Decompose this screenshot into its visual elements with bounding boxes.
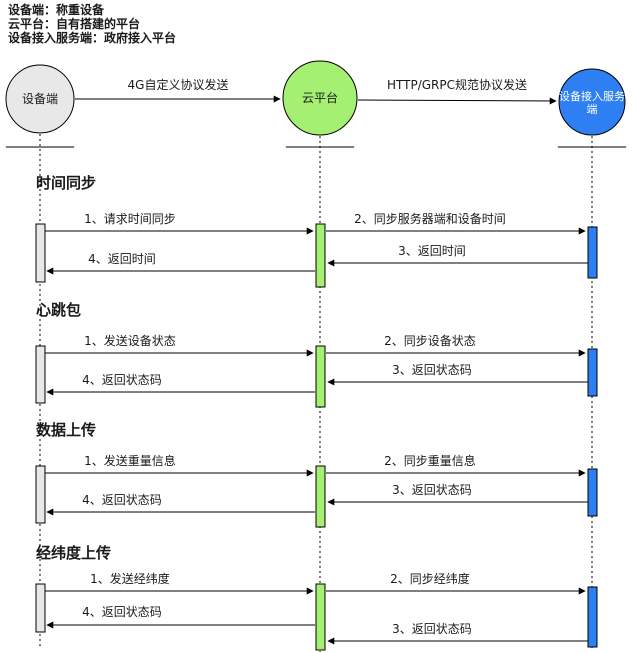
device-circle (5, 64, 75, 134)
message-label-1: 1、发送重量信息 (84, 453, 176, 468)
actor-cloud: 云平台 (282, 60, 358, 136)
legend: 设备端：称重设备 云平台：自有搭建的平台 设备接入服务端：政府接入平台 (8, 2, 176, 45)
service-activation-bar (587, 586, 598, 648)
message-label-4: 4、返回状态码 (82, 493, 162, 507)
message-label-2: 2、同步经纬度 (390, 571, 470, 586)
service-label-line1: 设备接入服务 (559, 89, 625, 103)
device-activation-bar (35, 223, 46, 283)
message-label-1: 1、发送经纬度 (90, 571, 170, 586)
legend-line-cloud: 云平台：自有搭建的平台 (8, 16, 140, 31)
message-label-3: 3、返回时间 (398, 244, 466, 258)
cloud-circle (282, 60, 358, 136)
message-label-3: 3、返回状态码 (392, 363, 472, 377)
service-label-line2: 端 (587, 103, 598, 116)
device-activation-bar (35, 345, 46, 404)
cloud-activation-bar (315, 223, 326, 288)
section-data-upload: 数据上传 1、发送重量信息 2、同步重量信息 3、返回状态码 4、返回状态码 (35, 421, 598, 528)
message-label-3: 3、返回状态码 (392, 483, 472, 497)
section-title: 心跳包 (36, 301, 81, 319)
section-title: 经纬度上传 (36, 544, 111, 562)
message-label-4: 4、返回时间 (88, 252, 156, 266)
top-links: 4G自定义协议发送 HTTP/GRPC规范协议发送 (75, 77, 557, 105)
legend-line-device: 设备端：称重设备 (8, 2, 105, 17)
legend-line-service: 设备接入服务端：政府接入平台 (8, 30, 176, 45)
message-label-1: 1、请求时间同步 (84, 212, 176, 226)
message-label-1: 1、发送设备状态 (84, 333, 176, 348)
device-to-cloud-label: 4G自定义协议发送 (128, 77, 229, 92)
actor-service: 设备接入服务 端 (558, 68, 626, 136)
message-label-4: 4、返回状态码 (82, 605, 162, 619)
service-activation-bar (587, 226, 598, 279)
service-activation-bar (587, 468, 598, 517)
device-label: 设备端 (22, 92, 58, 106)
message-label-2: 2、同步设备状态 (384, 334, 476, 348)
message-label-3: 3、返回状态码 (392, 622, 472, 636)
cloud-activation-bar (315, 583, 326, 651)
cloud-to-service-arrow (357, 97, 557, 105)
service-circle (558, 68, 626, 136)
device-activation-bar (35, 583, 46, 633)
cloud-activation-bar (315, 345, 326, 408)
message-label-2: 2、同步重量信息 (384, 453, 476, 468)
cloud-activation-bar (315, 465, 326, 528)
actor-device: 设备端 (5, 64, 75, 134)
section-time-sync: 时间同步 1、请求时间同步 2、同步服务器端和设备时间 3、返回时间 4、返回时… (35, 174, 598, 288)
cloud-to-service-label: HTTP/GRPC规范协议发送 (387, 77, 527, 92)
section-latlong-upload: 经纬度上传 1、发送经纬度 2、同步经纬度 4、返回状态码 3、返回状态码 (35, 544, 598, 651)
device-activation-bar (35, 465, 46, 524)
message-label-4: 4、返回状态码 (82, 373, 162, 387)
cloud-label: 云平台 (302, 90, 338, 105)
section-title: 数据上传 (36, 421, 96, 439)
message-label-2: 2、同步服务器端和设备时间 (354, 211, 506, 226)
section-title: 时间同步 (36, 174, 96, 192)
service-activation-bar (587, 348, 598, 397)
section-heartbeat: 心跳包 1、发送设备状态 2、同步设备状态 3、返回状态码 4、返回状态码 (35, 301, 598, 408)
